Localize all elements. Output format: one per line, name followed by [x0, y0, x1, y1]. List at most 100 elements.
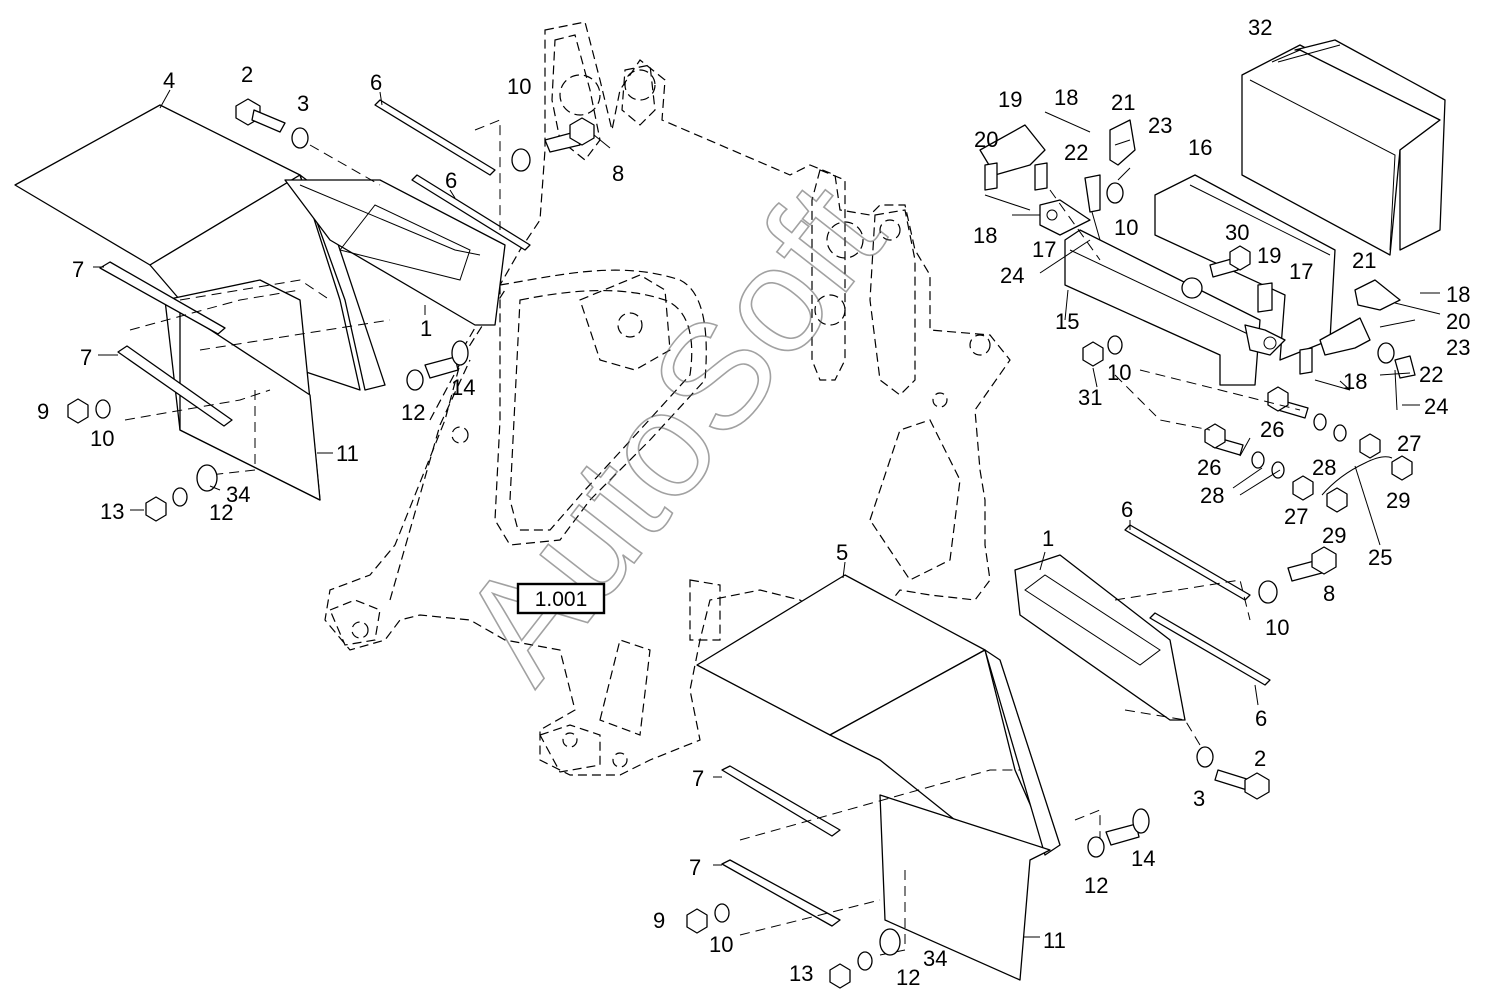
- callout-26: 26: [1260, 417, 1284, 442]
- callout-20: 20: [1446, 309, 1470, 334]
- callout-1: 1: [1042, 526, 1054, 551]
- callout-13: 13: [100, 499, 124, 524]
- pin-20-top: [984, 162, 998, 191]
- pin-24-right: [1394, 369, 1398, 411]
- callout-15: 15: [1055, 309, 1079, 334]
- bolt-14-lower: [1105, 808, 1150, 846]
- callout-18: 18: [973, 223, 997, 248]
- callout-4: 4: [163, 68, 175, 93]
- washer-12: [406, 369, 424, 391]
- callout-16: 16: [1188, 135, 1212, 160]
- callout-34: 34: [923, 946, 947, 971]
- callout-12: 12: [401, 400, 425, 425]
- callout-25: 25: [1368, 545, 1392, 570]
- callout-22: 22: [1419, 362, 1443, 387]
- bolt-8-lower: [1287, 546, 1337, 582]
- callout-21: 21: [1111, 90, 1135, 115]
- fender-assembly-right: [686, 524, 1337, 989]
- callout-21: 21: [1352, 248, 1376, 273]
- bolt-2-lower: [1214, 769, 1270, 800]
- washer-10-left: [95, 399, 111, 419]
- callout-9: 9: [653, 908, 665, 933]
- washer-23: [1106, 182, 1124, 204]
- reference-box[interactable]: 1.001: [516, 582, 606, 615]
- callout-3: 3: [297, 91, 309, 116]
- lever-20-right: [1319, 317, 1371, 356]
- bolt-30: [1209, 245, 1251, 278]
- callout-labels: 1 2 3 4 6 6 7 7 8 9 10 10 11 12 12 13 14…: [37, 15, 1470, 990]
- callout-2: 2: [241, 62, 253, 87]
- callout-8: 8: [612, 161, 624, 186]
- bolt-26a: [1267, 386, 1309, 419]
- callout-23: 23: [1148, 113, 1172, 138]
- callout-19: 19: [1257, 243, 1281, 268]
- callout-10: 10: [709, 932, 733, 957]
- callout-6: 6: [1255, 706, 1267, 731]
- callout-10: 10: [90, 426, 114, 451]
- callout-9: 9: [37, 399, 49, 424]
- nut-13: [145, 496, 167, 522]
- callout-7: 7: [689, 855, 701, 880]
- callout-2: 2: [1254, 746, 1266, 771]
- callout-13: 13: [789, 961, 813, 986]
- callout-3: 3: [1193, 786, 1205, 811]
- leader-lines: [93, 44, 1440, 938]
- callout-18: 18: [1054, 85, 1078, 110]
- callout-12: 12: [209, 500, 233, 525]
- callout-7: 7: [80, 345, 92, 370]
- callout-24: 24: [1000, 263, 1024, 288]
- pin-20-mid: [1034, 162, 1048, 191]
- callout-10: 10: [1114, 215, 1138, 240]
- callout-5: 5: [836, 540, 848, 565]
- nut-27b: [1292, 475, 1314, 501]
- callout-10: 10: [1265, 615, 1289, 640]
- callout-29: 29: [1322, 523, 1346, 548]
- callout-10: 10: [507, 74, 531, 99]
- washer-10-top: [511, 148, 531, 172]
- pin-18-top: [1044, 111, 1091, 133]
- bracket-assembly: [979, 39, 1446, 513]
- bolt-2: [235, 98, 286, 133]
- callout-27: 27: [1397, 431, 1421, 456]
- pin-19: [1257, 282, 1273, 313]
- callout-28: 28: [1312, 455, 1336, 480]
- washer-23-right: [1377, 342, 1395, 364]
- nut-29a: [1391, 455, 1413, 481]
- callout-34: 34: [226, 482, 250, 507]
- washer-3-lower: [1196, 746, 1214, 768]
- nut-27a: [1359, 433, 1381, 459]
- pin-22-right: [1394, 355, 1416, 379]
- callout-8: 8: [1323, 581, 1335, 606]
- washer-10-right: [1107, 335, 1123, 355]
- nut-13-lower: [829, 963, 851, 989]
- pin-19-right: [1299, 347, 1313, 375]
- pin-18-lower: [1314, 379, 1351, 391]
- callout-24: 24: [1424, 394, 1448, 419]
- callout-22: 22: [1064, 140, 1088, 165]
- washer-10-lower-left: [714, 903, 730, 923]
- callout-10: 10: [1107, 360, 1131, 385]
- callout-26: 26: [1197, 455, 1221, 480]
- callout-11: 11: [336, 441, 359, 466]
- callout-19: 19: [998, 87, 1022, 112]
- clip-21-right: [1354, 279, 1401, 311]
- washer-3: [291, 127, 309, 149]
- callout-14: 14: [451, 375, 475, 400]
- washer-12-left: [172, 487, 188, 507]
- callout-12: 12: [896, 965, 920, 990]
- washer-10-lower: [1258, 580, 1278, 604]
- fender-assembly-left: [14, 98, 595, 522]
- bracket-17: [1039, 199, 1091, 236]
- callout-6: 6: [445, 168, 457, 193]
- chain-25: [1321, 456, 1393, 496]
- callout-7: 7: [72, 257, 84, 282]
- callout-6: 6: [370, 70, 382, 95]
- callout-6: 6: [1121, 497, 1133, 522]
- bolt-8: [544, 117, 595, 153]
- nut-9: [67, 398, 89, 424]
- callout-20: 20: [974, 127, 998, 152]
- washer-12-lower-left: [857, 951, 873, 971]
- callout-17: 17: [1032, 237, 1056, 262]
- nut-31: [1082, 341, 1104, 367]
